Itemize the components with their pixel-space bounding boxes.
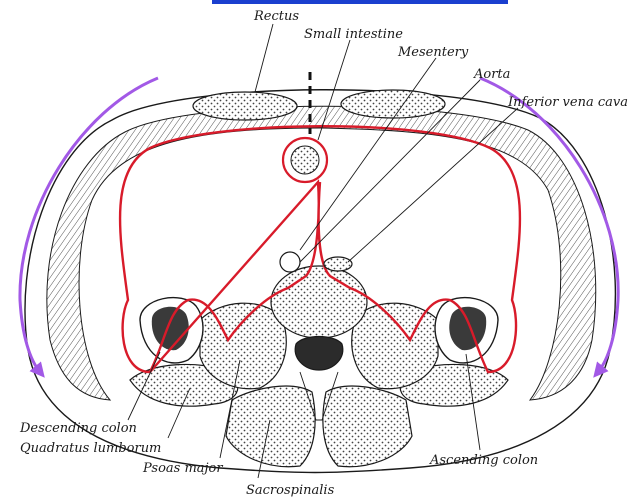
label-quadratus-lumborum: Quadratus lumborum: [20, 441, 161, 456]
psoas-major-left: [200, 303, 286, 389]
label-ascending-colon: Ascending colon: [429, 453, 538, 468]
psoas-major-right: [352, 303, 438, 389]
label-rectus: Rectus: [253, 9, 299, 24]
label-descending-colon: Descending colon: [19, 421, 137, 436]
sacrospinalis-right: [323, 386, 412, 467]
label-aorta: Aorta: [473, 67, 510, 82]
top-link-bar[interactable]: [212, 0, 508, 4]
aorta: [280, 252, 300, 272]
label-mesentery: Mesentery: [397, 45, 469, 60]
inferior-vena-cava: [324, 257, 352, 271]
small-intestine-inner: [291, 146, 319, 174]
label-inferior-vena-cava: Inferior vena cava: [507, 95, 628, 110]
label-small-intestine: Small intestine: [304, 27, 403, 42]
rectus-right: [341, 90, 445, 118]
leader-rectus: [255, 24, 273, 92]
spinal-canal: [295, 337, 343, 371]
sacrospinalis-left: [226, 386, 315, 467]
left-arrow: [20, 78, 158, 372]
label-sacrospinalis: Sacrospinalis: [246, 483, 335, 498]
rectus-left: [193, 92, 297, 120]
vertebral-body: [271, 266, 367, 338]
label-psoas-major: Psoas major: [142, 461, 223, 476]
